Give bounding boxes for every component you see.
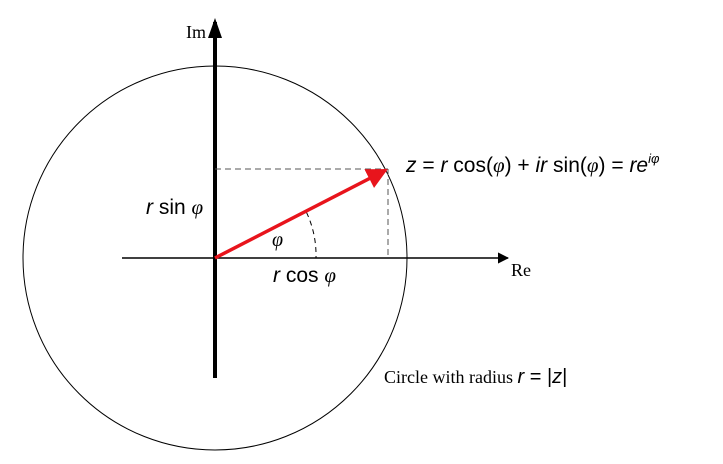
euler-equation: z = r cos(φ) + ir sin(φ) = reiφ [405,151,660,177]
imaginary-axis-arrowhead [208,18,222,38]
vector-z [214,168,388,260]
r-sin-phi-label: r sin φ [146,195,204,219]
angle-arc [306,212,317,259]
circle-caption: Circle with radius r = |z| [384,366,567,388]
angle-phi-label: φ [272,229,283,251]
real-axis-label: Re [511,260,531,280]
r-cos-phi-label: r cos φ [273,263,336,287]
imaginary-axis-label: Im [186,22,206,42]
